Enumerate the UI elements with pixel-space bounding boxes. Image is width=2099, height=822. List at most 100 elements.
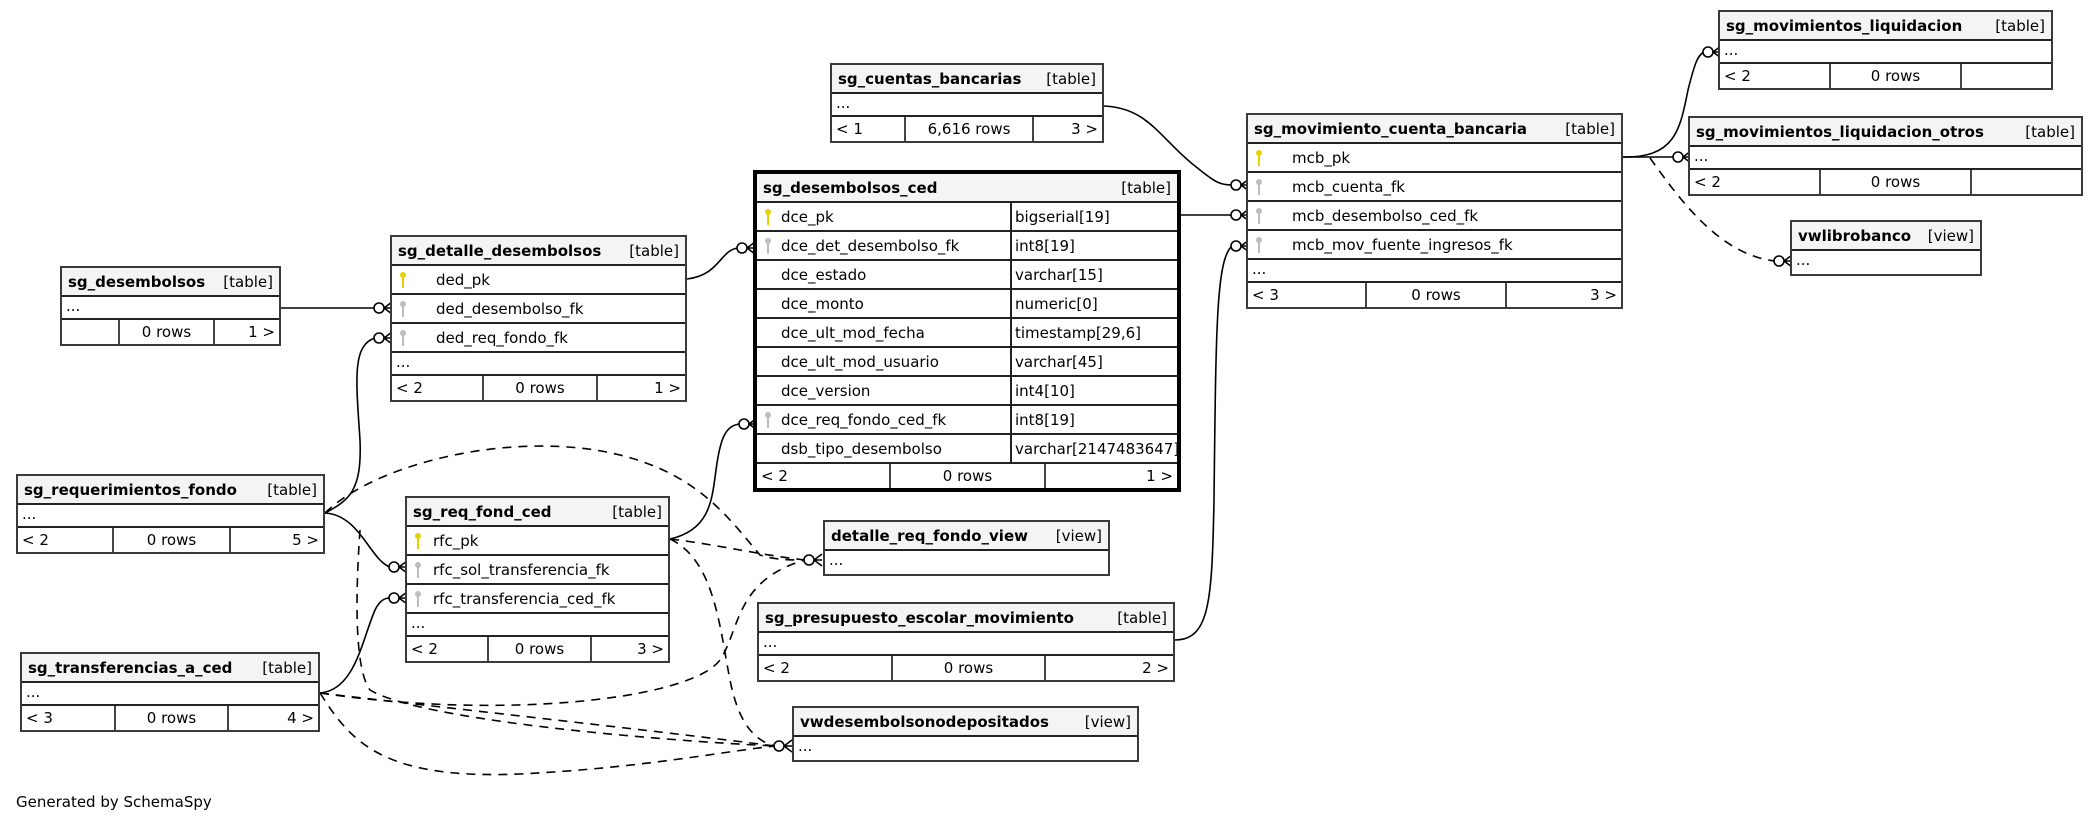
edge-reqfondced-desembolsosced [669,423,741,540]
table-name: sg_req_fond_ced [413,502,552,521]
parents-count[interactable]: < 3 [1248,283,1367,307]
more-columns[interactable]: ... [62,297,279,320]
column-row[interactable]: ded_pk [392,266,685,295]
children-count[interactable]: 3 > [1590,286,1617,304]
column-type: int8[19] [1015,236,1075,255]
children-count[interactable]: 3 > [1071,120,1098,138]
children-count[interactable]: 2 > [1142,659,1169,677]
table-sg-desembolsos[interactable]: sg_desembolsos[table] ... 0 rows 1 > [60,266,281,346]
table-sg-req-fond-ced[interactable]: sg_req_fond_ced [table] rfc_pk rfc_sol_tr… [405,496,670,663]
table-sg-detalle-desembolsos[interactable]: sg_detalle_desembolsos[table] ded_pk ded… [390,235,687,402]
optional-circle-marker [388,561,400,573]
column-row[interactable]: rfc_sol_transferencia_fk [407,556,668,585]
column-row[interactable]: ded_desembolso_fk [392,295,685,324]
column-name: dce_pk [781,207,834,226]
edge-reqfondo-reqfondced [324,512,391,568]
column-row[interactable]: mcb_cuenta_fk [1248,173,1621,202]
more-columns[interactable]: ... [22,683,318,706]
children-count[interactable]: 3 > [637,640,664,658]
column-row[interactable]: mcb_mov_fuente_ingresos_fk [1248,231,1621,260]
parents-count[interactable] [62,320,120,344]
table-header: sg_desembolsos_ced[table] [757,174,1177,203]
more-columns[interactable]: ... [392,353,685,376]
parents-count[interactable]: < 2 [1720,64,1831,88]
more-columns[interactable]: ... [1720,41,2051,64]
children-count[interactable]: 1 > [248,323,275,341]
children-count[interactable]: 1 > [1146,467,1173,485]
optional-circle-marker [773,740,785,752]
column-row[interactable]: rfc_pk [407,527,668,556]
column-row[interactable]: ded_req_fondo_fk [392,324,685,353]
parents-count[interactable]: < 2 [759,656,893,680]
more-columns[interactable]: ... [798,737,813,755]
more-columns[interactable]: ... [18,505,323,528]
row-count: 0 rows [120,320,215,344]
more-columns[interactable]: ... [407,614,668,637]
foreign-key-icon [392,300,414,318]
column-name-cell: dce_pk [757,203,1012,230]
more-columns[interactable]: ... [1796,251,1811,269]
parents-count[interactable]: < 1 [832,117,906,141]
more-columns[interactable]: ... [829,551,844,569]
table-header: sg_movimientos_liquidacion_otros[table] [1690,118,2081,147]
more-columns[interactable]: ... [832,94,1102,117]
more-columns[interactable]: ... [1690,147,2081,170]
column-row[interactable]: dce_req_fondo_ced_fk int8[19] [757,406,1177,435]
table-sg-presupuesto-escolar-movimiento[interactable]: sg_presupuesto_escolar_movimiento[table]… [757,602,1175,682]
table-name: detalle_req_fondo_view [831,526,1028,545]
column-row[interactable]: mcb_pk [1248,144,1621,173]
table-sg-movimientos-liquidacion[interactable]: sg_movimientos_liquidacion[table] ... < … [1718,10,2053,90]
table-sg-movimiento-cuenta-bancaria[interactable]: sg_movimiento_cuenta_bancaria[table] mcb… [1246,113,1623,309]
table-sg-movimientos-liquidacion-otros[interactable]: sg_movimientos_liquidacion_otros[table] … [1688,116,2083,196]
table-header: sg_desembolsos[table] [62,268,279,297]
parents-count[interactable]: < 2 [407,637,489,661]
children-count[interactable]: 5 > [292,531,319,549]
table-kind: [table] [612,502,662,521]
column-type: int8[19] [1015,410,1075,429]
children-count[interactable] [1972,170,2081,194]
view-vwlibrobanco[interactable]: vwlibrobanco[view] ... [1790,220,1982,276]
more-columns[interactable]: ... [759,633,1173,656]
optional-circle-marker [1672,151,1684,163]
table-header: vwlibrobanco[view] [1792,222,1980,251]
view-detalle-req-fondo-view[interactable]: detalle_req_fondo_view[view] ... [823,520,1110,576]
column-name-cell: dce_version [757,377,1012,404]
column-name: dce_req_fondo_ced_fk [781,410,947,429]
row-count: 0 rows [1367,283,1507,307]
children-count[interactable] [1962,64,2051,88]
parents-count[interactable]: < 3 [22,706,116,730]
column-row[interactable]: mcb_desembolso_ced_fk [1248,202,1621,231]
foreign-key-icon [1248,236,1270,254]
optional-circle-marker [373,332,385,344]
column-row[interactable]: rfc_transferencia_ced_fk [407,585,668,614]
optional-circle-marker [1230,179,1242,191]
generated-by-credit: Generated by SchemaSpy [16,793,212,811]
parents-count[interactable]: < 2 [392,376,484,400]
parents-count[interactable]: < 2 [1690,170,1821,194]
parents-count[interactable]: < 2 [757,464,891,488]
parents-count[interactable]: < 2 [18,528,114,552]
children-count[interactable]: 1 > [654,379,681,397]
view-vwdesembolsonodepositados[interactable]: vwdesembolsonodepositados[view] ... [792,706,1139,762]
optional-circle-marker [1230,240,1242,252]
more-columns[interactable]: ... [1248,260,1621,283]
children-count[interactable]: 4 > [287,709,314,727]
